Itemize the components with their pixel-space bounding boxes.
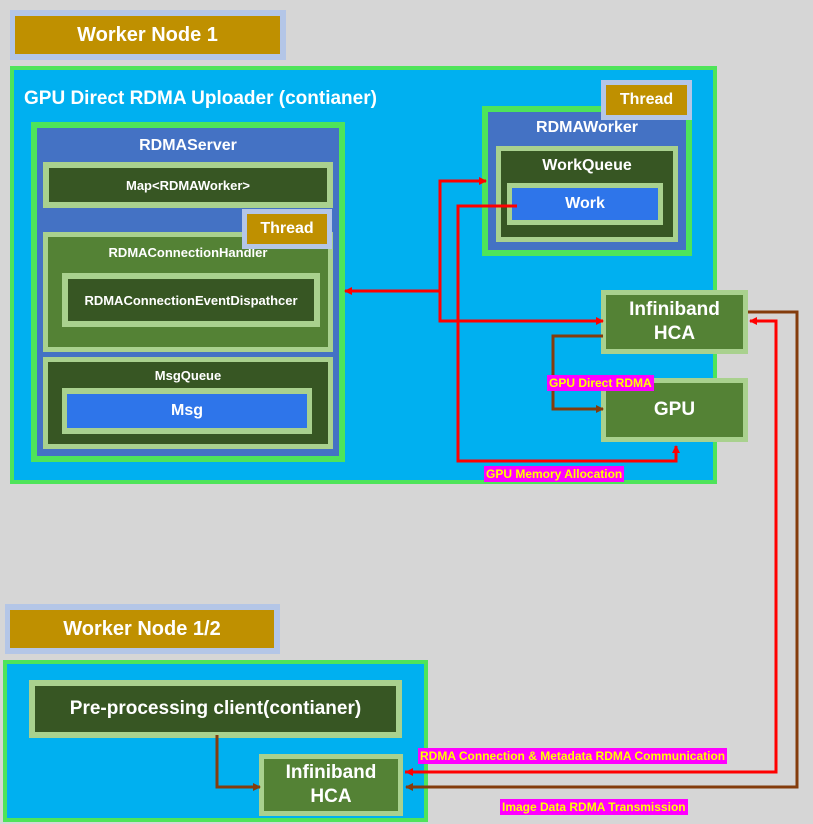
map-label: Map<RDMAWorker> bbox=[49, 168, 327, 202]
gpu-label: GPU bbox=[606, 383, 743, 437]
work-queue-title: WorkQueue bbox=[542, 157, 632, 174]
msg-label: Msg bbox=[67, 394, 307, 428]
msg-queue: MsgQueue Msg bbox=[43, 357, 333, 449]
hca-node-1: Infiniband HCA bbox=[601, 290, 748, 354]
image-data-label: Image Data RDMA Transmission bbox=[500, 799, 688, 815]
rdma-worker-panel: RDMAWorker WorkQueue Work bbox=[488, 112, 686, 250]
connection-handler-panel: RDMAConnectionHandler RDMAConnectionEven… bbox=[48, 237, 328, 347]
worker-thread-badge: Thread bbox=[601, 80, 692, 120]
rdma-worker: RDMAWorker WorkQueue Work bbox=[482, 106, 692, 256]
preprocessing-client: Pre-processing client(contianer) bbox=[29, 680, 402, 738]
worker-thread-label: Thread bbox=[606, 85, 687, 115]
server-thread-label: Thread bbox=[247, 214, 327, 244]
msg-queue-title: MsgQueue bbox=[154, 367, 222, 383]
hca-node-1-line1: Infiniband bbox=[629, 299, 720, 320]
work-label: Work bbox=[512, 188, 658, 220]
gpu-memory-allocation-label: GPU Memory Allocation bbox=[484, 466, 625, 482]
map-box: Map<RDMAWorker> bbox=[43, 162, 333, 208]
server-thread-badge: Thread bbox=[242, 209, 332, 249]
worker-node-12-tag: Worker Node 1/2 bbox=[5, 604, 280, 654]
work-queue-panel: WorkQueue Work bbox=[501, 151, 673, 237]
event-dispatcher-label: RDMAConnectionEventDispathcer bbox=[68, 279, 314, 321]
hca-node-1-label: Infiniband HCA bbox=[606, 295, 743, 349]
msg-box: Msg bbox=[62, 388, 312, 434]
rdma-server-title: RDMAServer bbox=[139, 137, 237, 154]
hca-node-12-line1: Infiniband bbox=[285, 762, 377, 783]
work-box: Work bbox=[507, 183, 663, 225]
gpu-direct-rdma-label: GPU Direct RDMA bbox=[547, 375, 654, 391]
msg-queue-panel: MsgQueue Msg bbox=[48, 362, 328, 444]
connection-handler: RDMAConnectionHandler RDMAConnectionEven… bbox=[43, 232, 333, 352]
hca-node-12: Infiniband HCA bbox=[259, 754, 403, 816]
event-dispatcher-box: RDMAConnectionEventDispathcer bbox=[62, 273, 320, 327]
preprocessing-client-label: Pre-processing client(contianer) bbox=[35, 686, 396, 732]
rdma-worker-title: RDMAWorker bbox=[536, 119, 638, 136]
hca-node-12-line2: HCA bbox=[310, 786, 352, 807]
uploader-title: GPU Direct RDMA Uploader (contianer) bbox=[24, 88, 377, 109]
worker-node-1-tag: Worker Node 1 bbox=[10, 10, 286, 60]
connection-handler-title: RDMAConnectionHandler bbox=[108, 244, 268, 260]
hca-node-1-line2: HCA bbox=[653, 323, 696, 344]
rdma-connection-label: RDMA Connection & Metadata RDMA Communic… bbox=[418, 748, 728, 764]
rdma-server-panel: RDMAServer Map<RDMAWorker> RDMAConnectio… bbox=[37, 128, 339, 456]
worker-node-12-label: Worker Node 1/2 bbox=[10, 610, 274, 648]
worker-node-1-label: Worker Node 1 bbox=[15, 16, 280, 54]
hca-node-12-label: Infiniband HCA bbox=[264, 759, 398, 811]
work-queue: WorkQueue Work bbox=[496, 146, 678, 242]
rdma-server: RDMAServer Map<RDMAWorker> RDMAConnectio… bbox=[31, 122, 345, 462]
